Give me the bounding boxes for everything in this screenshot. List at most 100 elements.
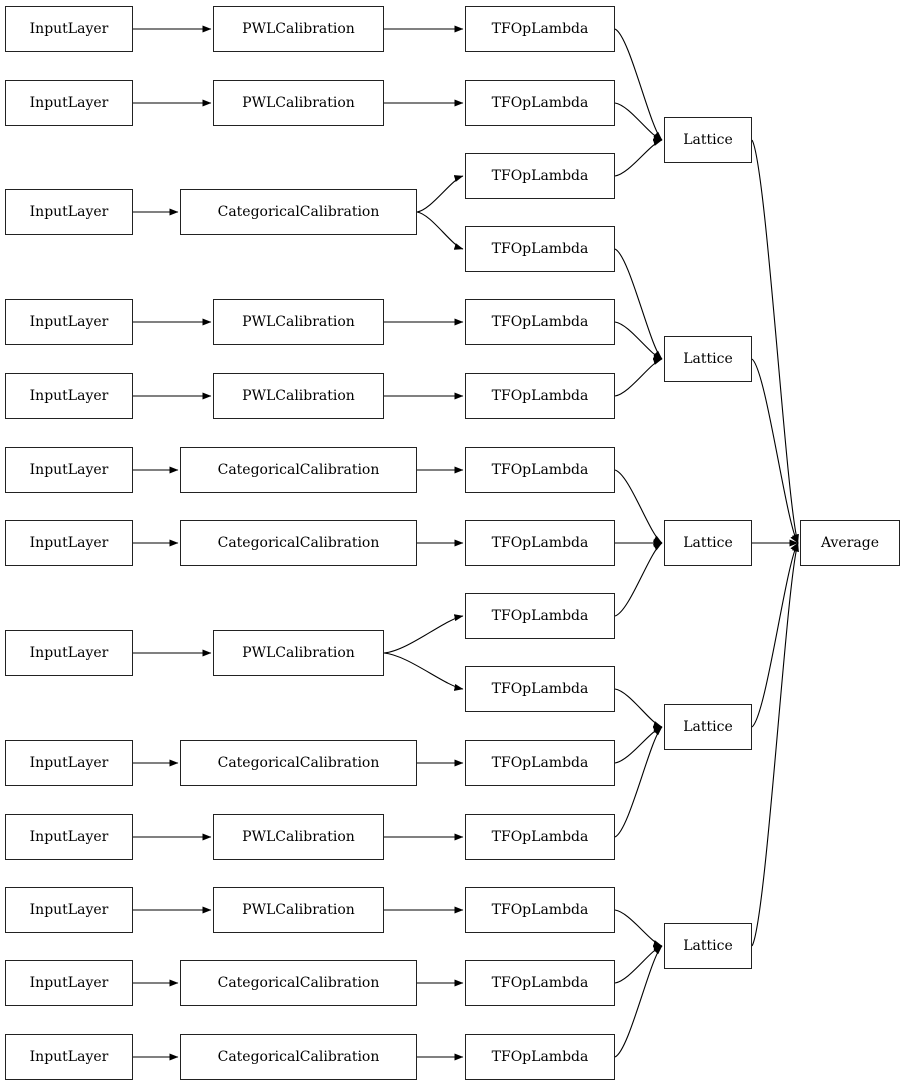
node-cal9[interactable]: CategoricalCalibration (180, 740, 417, 786)
node-label: InputLayer (29, 95, 109, 111)
node-cal8[interactable]: PWLCalibration (213, 630, 384, 676)
node-tf13[interactable]: TFOpLambda (465, 887, 615, 933)
node-tf2[interactable]: TFOpLambda (465, 80, 615, 126)
edge-cal8-to-tf9 (383, 614, 464, 654)
node-tf14[interactable]: TFOpLambda (465, 960, 615, 1006)
node-in2[interactable]: InputLayer (5, 80, 133, 126)
node-tf9[interactable]: TFOpLambda (465, 593, 615, 639)
node-in11[interactable]: InputLayer (5, 887, 133, 933)
node-tf8[interactable]: TFOpLambda (465, 520, 615, 566)
node-cal10[interactable]: PWLCalibration (213, 814, 384, 860)
edge-cal3-to-tf4 (416, 211, 464, 250)
node-label: TFOpLambda (491, 388, 589, 404)
node-in5[interactable]: InputLayer (5, 373, 133, 419)
node-tf11[interactable]: TFOpLambda (465, 740, 615, 786)
node-in12[interactable]: InputLayer (5, 960, 133, 1006)
node-tf6[interactable]: TFOpLambda (465, 373, 615, 419)
node-tf7[interactable]: TFOpLambda (465, 447, 615, 493)
node-in10[interactable]: InputLayer (5, 814, 133, 860)
node-label: Lattice (683, 132, 733, 148)
node-label: PWLCalibration (242, 95, 355, 111)
edge-tf13-to-lat5 (614, 909, 663, 947)
node-label: TFOpLambda (491, 829, 589, 845)
node-lat3[interactable]: Lattice (664, 520, 752, 566)
edge-cal3-to-tf3 (416, 175, 464, 213)
node-in8[interactable]: InputLayer (5, 630, 133, 676)
node-label: InputLayer (29, 388, 109, 404)
node-tf15[interactable]: TFOpLambda (465, 1034, 615, 1080)
node-label: PWLCalibration (242, 314, 355, 330)
node-tf4[interactable]: TFOpLambda (465, 226, 615, 272)
node-lat1[interactable]: Lattice (664, 117, 752, 163)
node-label: CategoricalCalibration (217, 755, 380, 771)
node-label: CategoricalCalibration (217, 1049, 380, 1065)
node-cal12[interactable]: CategoricalCalibration (180, 960, 417, 1006)
node-in13[interactable]: InputLayer (5, 1034, 133, 1080)
node-label: TFOpLambda (491, 1049, 589, 1065)
node-in7[interactable]: InputLayer (5, 520, 133, 566)
node-tf12[interactable]: TFOpLambda (465, 814, 615, 860)
node-in1[interactable]: InputLayer (5, 6, 133, 52)
node-in9[interactable]: InputLayer (5, 740, 133, 786)
edge-tf14-to-lat5 (614, 945, 663, 984)
node-cal2[interactable]: PWLCalibration (213, 80, 384, 126)
edge-lat1-to-avg (751, 139, 799, 544)
node-label: InputLayer (29, 902, 109, 918)
node-cal11[interactable]: PWLCalibration (213, 887, 384, 933)
node-cal7[interactable]: CategoricalCalibration (180, 520, 417, 566)
node-label: CategoricalCalibration (217, 204, 380, 220)
edge-tf6-to-lat2 (614, 358, 663, 397)
node-label: InputLayer (29, 314, 109, 330)
edge-tf3-to-lat1 (614, 139, 663, 177)
node-cal6[interactable]: CategoricalCalibration (180, 447, 417, 493)
node-label: InputLayer (29, 21, 109, 37)
node-label: InputLayer (29, 755, 109, 771)
node-label: TFOpLambda (491, 168, 589, 184)
node-tf5[interactable]: TFOpLambda (465, 299, 615, 345)
node-cal5[interactable]: PWLCalibration (213, 373, 384, 419)
node-avg[interactable]: Average (800, 520, 900, 566)
node-label: PWLCalibration (242, 829, 355, 845)
node-label: Lattice (683, 719, 733, 735)
node-cal4[interactable]: PWLCalibration (213, 299, 384, 345)
node-in3[interactable]: InputLayer (5, 189, 133, 235)
node-label: TFOpLambda (491, 462, 589, 478)
node-lat2[interactable]: Lattice (664, 336, 752, 382)
node-tf3[interactable]: TFOpLambda (465, 153, 615, 199)
node-label: TFOpLambda (491, 241, 589, 257)
node-label: Lattice (683, 535, 733, 551)
node-label: Lattice (683, 351, 733, 367)
node-label: CategoricalCalibration (217, 535, 380, 551)
node-in4[interactable]: InputLayer (5, 299, 133, 345)
node-label: CategoricalCalibration (217, 462, 380, 478)
node-lat5[interactable]: Lattice (664, 923, 752, 969)
node-lat4[interactable]: Lattice (664, 704, 752, 750)
node-label: TFOpLambda (491, 21, 589, 37)
node-cal1[interactable]: PWLCalibration (213, 6, 384, 52)
edge-tf4-to-lat2 (614, 248, 663, 360)
edge-tf2-to-lat1 (614, 102, 663, 141)
node-label: TFOpLambda (491, 535, 589, 551)
node-cal3[interactable]: CategoricalCalibration (180, 189, 417, 235)
node-label: PWLCalibration (242, 645, 355, 661)
node-tf1[interactable]: TFOpLambda (465, 6, 615, 52)
node-label: TFOpLambda (491, 755, 589, 771)
node-in6[interactable]: InputLayer (5, 447, 133, 493)
node-label: PWLCalibration (242, 902, 355, 918)
edge-lat4-to-avg (751, 542, 799, 728)
node-label: TFOpLambda (491, 608, 589, 624)
node-label: TFOpLambda (491, 902, 589, 918)
node-cal13[interactable]: CategoricalCalibration (180, 1034, 417, 1080)
node-label: InputLayer (29, 829, 109, 845)
node-label: Average (820, 535, 880, 551)
node-label: InputLayer (29, 975, 109, 991)
node-label: InputLayer (29, 535, 109, 551)
edge-tf9-to-lat3 (614, 542, 663, 617)
node-label: InputLayer (29, 204, 109, 220)
node-label: TFOpLambda (491, 975, 589, 991)
node-tf10[interactable]: TFOpLambda (465, 666, 615, 712)
edge-tf15-to-lat5 (614, 945, 663, 1058)
node-label: PWLCalibration (242, 388, 355, 404)
